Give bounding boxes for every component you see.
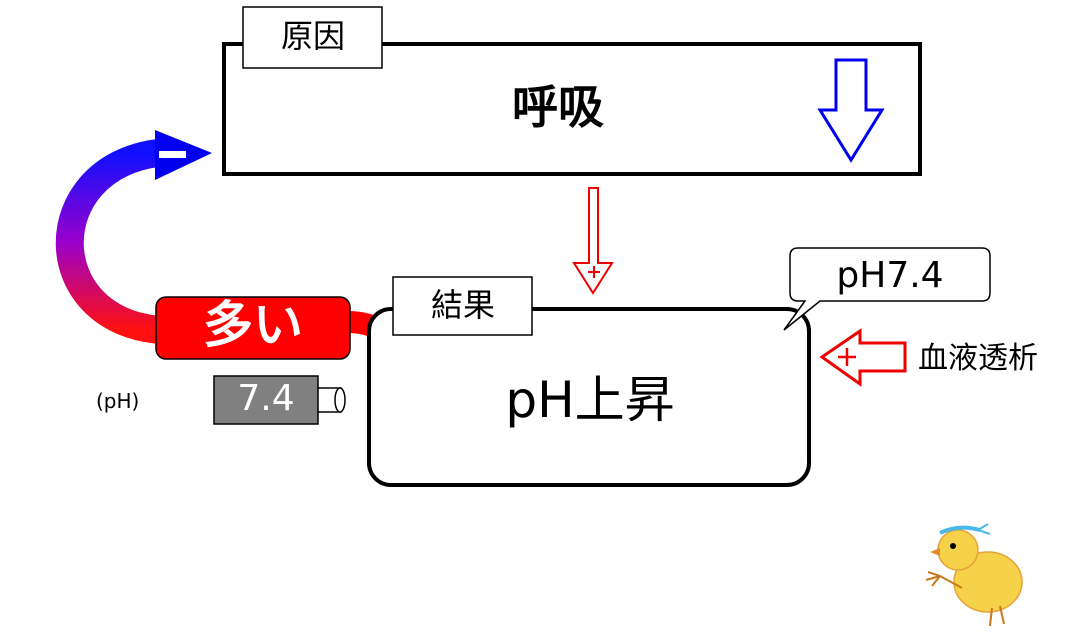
minus-sign — [159, 151, 186, 158]
dialysis-text: 血液透析 — [918, 341, 1038, 376]
callout-text: pH7.4 — [836, 255, 944, 296]
ph-meter-value: 7.4 — [237, 378, 295, 419]
chick-mascot-icon — [925, 523, 1023, 627]
result-box — [367, 307, 811, 487]
result-label-box — [392, 276, 533, 336]
callout-bubble — [783, 247, 991, 331]
down-arrow-outline-icon — [817, 58, 885, 163]
ph-label: (pH) — [96, 389, 140, 413]
ph-meter — [213, 375, 346, 425]
many-badge — [155, 296, 351, 360]
result-label: 結果 — [430, 286, 495, 324]
cause-text: 呼吸 — [512, 80, 604, 134]
left-arrow-plus-icon — [819, 328, 907, 387]
result-text: pH上昇 — [505, 371, 675, 429]
cause-label: 原因 — [280, 17, 345, 55]
many-badge-text: 多い — [203, 296, 303, 354]
down-arrow-plus-icon — [572, 187, 614, 295]
cause-label-box — [242, 6, 383, 69]
